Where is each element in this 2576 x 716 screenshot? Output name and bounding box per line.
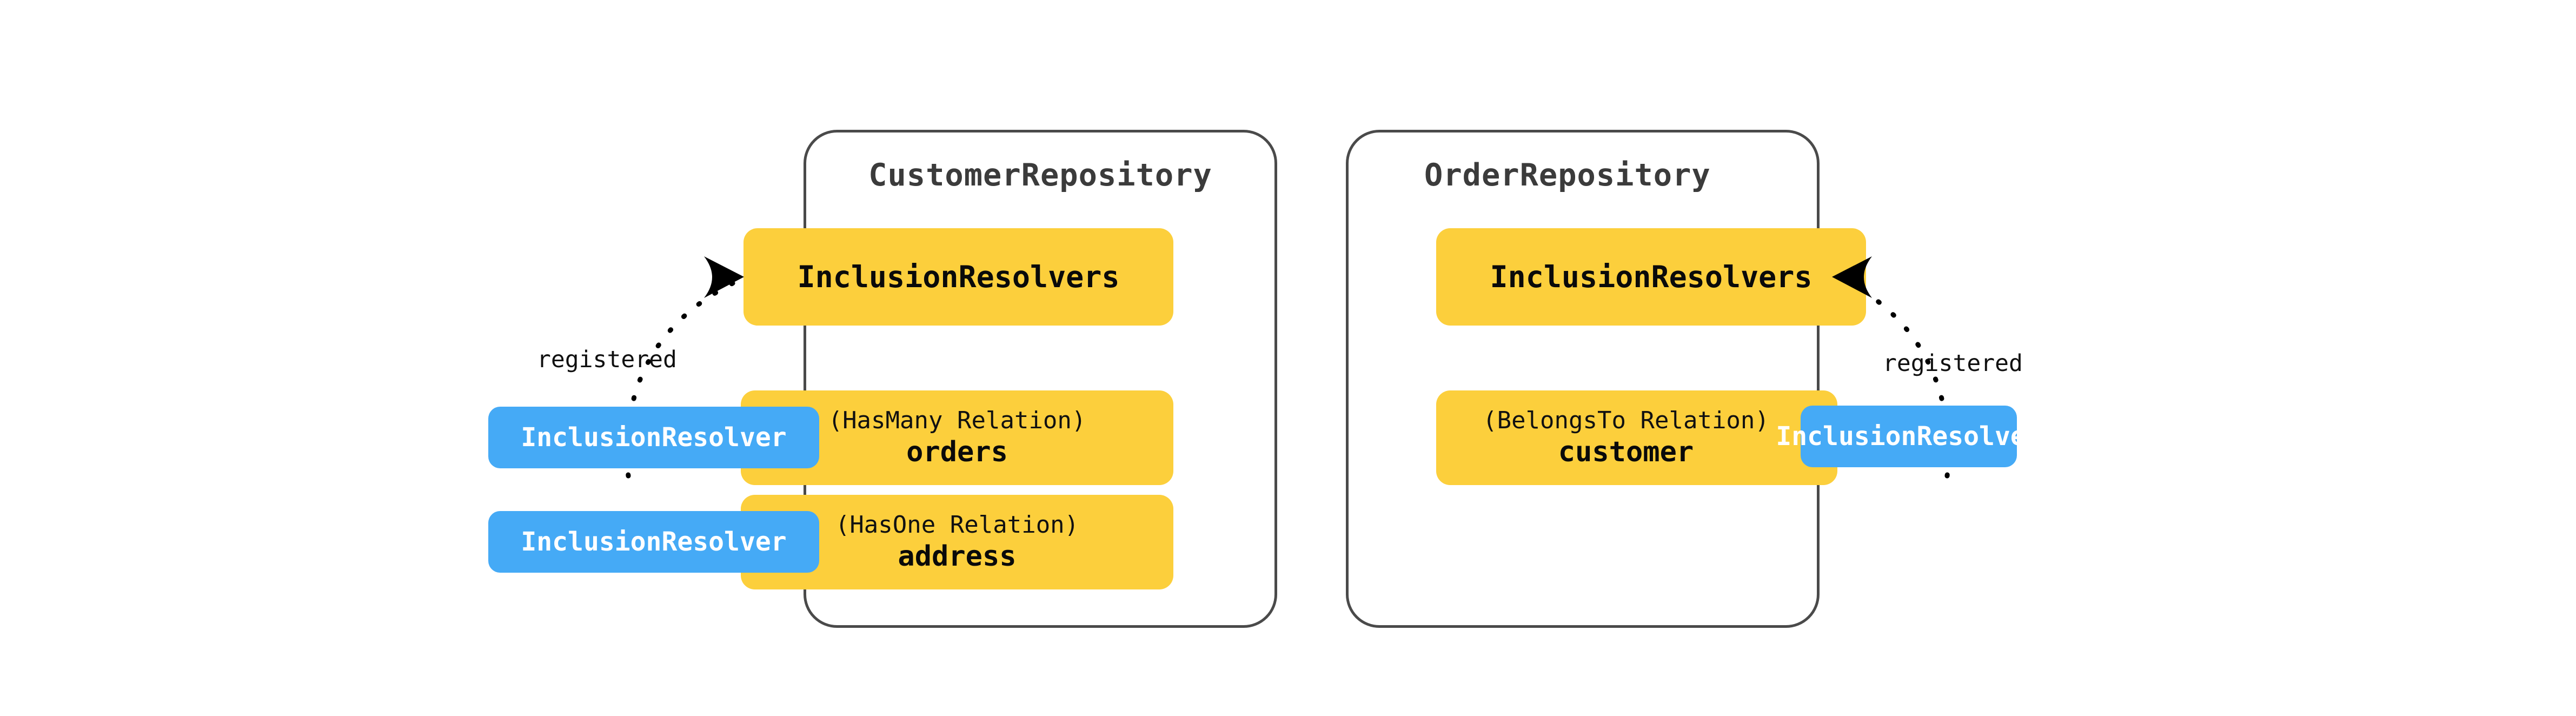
customer-inclusion-resolvers-box[interactable]: InclusionResolvers — [743, 228, 1173, 326]
order-inclusion-resolvers-box[interactable]: InclusionResolvers — [1436, 228, 1866, 326]
order-repository-container: OrderRepository — [1346, 130, 1820, 628]
customer-repository-title: CustomerRepository — [868, 157, 1212, 193]
order-inclusion-resolvers-label: InclusionResolvers — [1490, 260, 1813, 294]
registered-label-left: registered — [537, 346, 677, 373]
customer-address-inclusion-resolver-chip[interactable]: InclusionResolver — [488, 511, 819, 573]
customer-relation-address-name: address — [898, 540, 1017, 573]
customer-relation-orders-kind: (HasMany Relation) — [828, 407, 1086, 435]
registered-arrowhead-left — [704, 256, 744, 298]
customer-repository-container: CustomerRepository — [804, 130, 1277, 628]
order-relation-customer-name: customer — [1558, 436, 1694, 469]
customer-orders-inclusion-resolver-label: InclusionResolver — [521, 422, 787, 453]
customer-address-inclusion-resolver-label: InclusionResolver — [521, 527, 787, 557]
order-customer-inclusion-resolver-chip[interactable]: InclusionResolver — [1776, 406, 2042, 467]
order-customer-inclusion-resolver-label: InclusionResolver — [1776, 421, 2042, 452]
customer-relation-orders-box[interactable]: (HasMany Relation) orders — [741, 390, 1173, 485]
order-relation-customer-kind: (BelongsTo Relation) — [1483, 407, 1769, 435]
customer-relation-orders-name: orders — [906, 436, 1008, 469]
customer-orders-inclusion-resolver-chip[interactable]: InclusionResolver — [488, 407, 819, 468]
customer-relation-address-kind: (HasOne Relation) — [835, 511, 1079, 539]
registered-label-right: registered — [1883, 350, 2023, 377]
order-relation-customer-box[interactable]: (BelongsTo Relation) customer — [1436, 390, 1837, 485]
customer-inclusion-resolvers-label: InclusionResolvers — [797, 260, 1120, 294]
order-repository-title: OrderRepository — [1424, 157, 1711, 193]
